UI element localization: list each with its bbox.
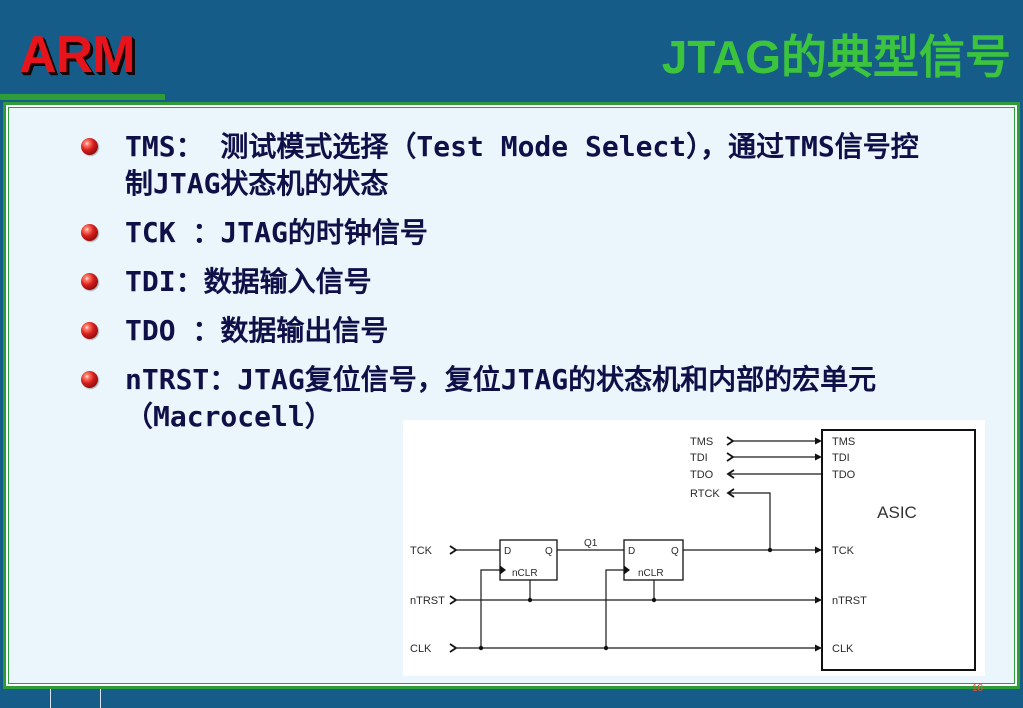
ff2-d-label: D xyxy=(628,546,635,557)
input-label-clk: CLK xyxy=(410,643,432,655)
bullet-text: TDO ：数据输出信号 xyxy=(125,314,389,347)
asic-pin-tms: TMS xyxy=(832,436,855,448)
flip-flop-1-body xyxy=(499,539,558,581)
arrow-head-icon xyxy=(815,437,822,445)
connector-label-rtck: RTCK xyxy=(690,488,720,500)
arrow-head-icon xyxy=(815,453,822,461)
asic-pin-tdi: TDI xyxy=(832,452,850,464)
junction-dot xyxy=(478,645,484,651)
junction-dot xyxy=(651,597,657,603)
ff2-q-label: Q xyxy=(671,546,679,557)
bullet-text: TCK ：JTAG的时钟信号 xyxy=(125,216,428,249)
bullet-item-tdi: TDI：数据输入信号 xyxy=(81,263,945,300)
footer-tick-mark xyxy=(100,689,101,708)
wire-rtck xyxy=(728,492,771,550)
connector-label-tdi: TDI xyxy=(690,452,708,464)
arrow-head-icon xyxy=(815,596,822,604)
asic-block: ASIC TMS TDI TDO TCK nTRST CLK xyxy=(821,429,976,671)
header-accent-bar xyxy=(0,94,165,100)
red-ball-icon xyxy=(81,138,98,155)
asic-pin-tdo: TDO xyxy=(832,469,856,481)
bullet-list: TMS： 测试模式选择（Test Mode Select），通过TMS信号控制J… xyxy=(81,128,945,447)
q1-label: Q1 xyxy=(584,538,598,549)
clock-input-icon xyxy=(500,565,506,575)
asic-label: ASIC xyxy=(877,503,917,522)
bullet-text: nTRST：JTAG复位信号，复位JTAG的状态机和内部的宏单元（Macroce… xyxy=(125,363,877,433)
slide-title: JTAG的典型信号 xyxy=(661,31,1011,83)
ff1-d-label: D xyxy=(504,546,511,557)
red-ball-icon xyxy=(81,322,98,339)
wire-ff2-clk xyxy=(605,569,624,648)
flip-flop-2: D Q nCLR xyxy=(605,539,684,648)
arrow-head-icon xyxy=(815,644,822,652)
connector-label-tms: TMS xyxy=(690,436,713,448)
asic-pin-clk: CLK xyxy=(832,643,854,655)
red-ball-icon xyxy=(81,371,98,388)
arm-logo: ARM xyxy=(19,26,135,84)
debug-connector-pins: TMS TDI TDO RTCK xyxy=(690,436,822,550)
asic-pin-tck: TCK xyxy=(832,545,855,557)
bullet-item-tms: TMS： 测试模式选择（Test Mode Select），通过TMS信号控制J… xyxy=(81,128,945,202)
bullet-item-tck: TCK ：JTAG的时钟信号 xyxy=(81,214,945,251)
bullet-item-ntrst: nTRST：JTAG复位信号，复位JTAG的状态机和内部的宏单元（Macroce… xyxy=(81,361,945,435)
asic-pin-ntrst: nTRST xyxy=(832,595,867,607)
flip-flop-2-body xyxy=(623,539,684,581)
page-number: 18 xyxy=(972,683,984,694)
footer-tick-mark xyxy=(50,689,51,708)
ff1-nclr-label: nCLR xyxy=(512,568,538,579)
clock-input-icon xyxy=(624,565,630,575)
junction-dot xyxy=(527,597,533,603)
bullet-item-tdo: TDO ：数据输出信号 xyxy=(81,312,945,349)
input-label-ntrst: nTRST xyxy=(410,595,445,607)
asic-body xyxy=(821,429,976,671)
junction-dot xyxy=(767,547,773,553)
ff1-q-label: Q xyxy=(545,546,553,557)
red-ball-icon xyxy=(81,273,98,290)
flip-flop-1: D Q nCLR xyxy=(480,539,558,648)
connector-label-tdo: TDO xyxy=(690,469,714,481)
jtag-circuit-diagram: TMS TDI TDO RTCK TCK nTRS xyxy=(403,420,985,676)
ff2-nclr-label: nCLR xyxy=(638,568,664,579)
red-ball-icon xyxy=(81,224,98,241)
bullet-text: TDI：数据输入信号 xyxy=(125,265,372,298)
arrow-head-icon xyxy=(815,546,822,554)
content-panel: TMS： 测试模式选择（Test Mode Select），通过TMS信号控制J… xyxy=(3,102,1020,689)
board-inputs: TCK nTRST CLK xyxy=(410,545,822,655)
junction-dot xyxy=(603,645,609,651)
bullet-text: TMS： 测试模式选择（Test Mode Select），通过TMS信号控制J… xyxy=(125,130,919,200)
input-label-tck: TCK xyxy=(410,545,433,557)
wire-ff1-clk xyxy=(480,569,500,648)
